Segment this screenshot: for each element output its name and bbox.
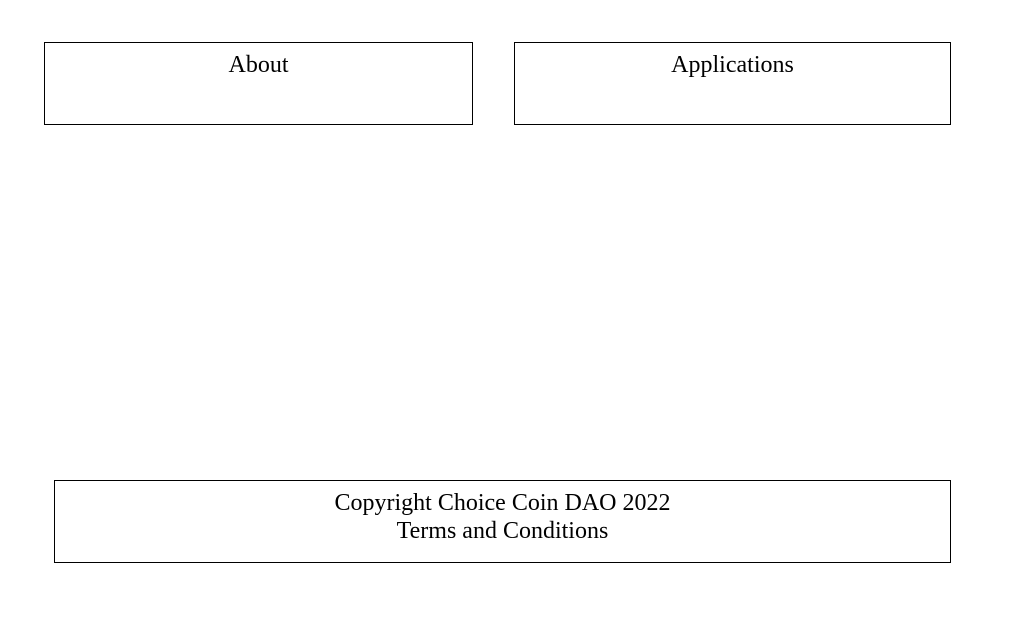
about-link[interactable]: About (228, 52, 289, 78)
applications-section: Applications (514, 42, 951, 125)
applications-link[interactable]: Applications (671, 52, 794, 78)
copyright-text: Copyright Choice Coin DAO 2022 (334, 490, 671, 516)
footer: Copyright Choice Coin DAO 2022 Terms and… (54, 480, 951, 563)
about-section: About (44, 42, 473, 125)
terms-link[interactable]: Terms and Conditions (396, 518, 609, 544)
